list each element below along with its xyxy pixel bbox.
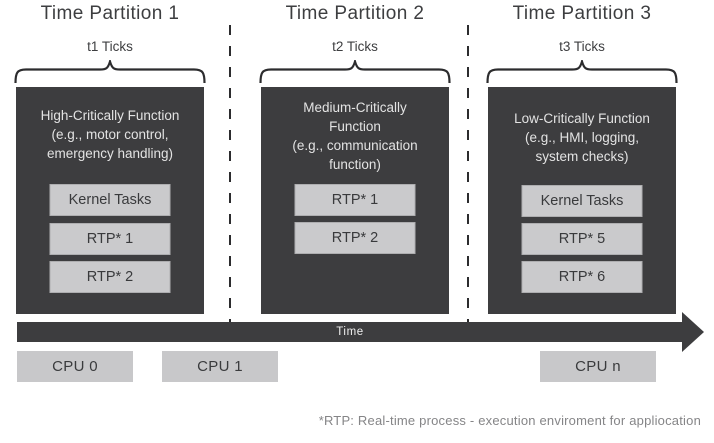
partition-1: Time Partition 1 t1 Ticks High-Criticall… <box>14 0 206 320</box>
partition-2: Time Partition 2 t2 Ticks Medium-Critica… <box>259 0 451 320</box>
partition-2-function-box: Medium-Critically Function (e.g., commun… <box>261 87 449 314</box>
rtp-footnote: *RTP: Real-time process - execution envi… <box>318 413 701 428</box>
partition-2-title: Time Partition 2 <box>285 3 425 24</box>
partition-1-function-box: High-Critically Function (e.g., motor co… <box>16 87 204 314</box>
partition-1-function-label: High-Critically Function (e.g., motor co… <box>40 108 180 161</box>
cpu-box-n: CPU n <box>540 351 656 382</box>
partition-1-ticks-label: t1 Ticks <box>87 39 133 54</box>
partition-3: Time Partition 3 t3 Ticks Low-Critically… <box>486 0 678 320</box>
partition-3-function-label: Low-Critically Function (e.g., HMI, logg… <box>514 111 650 164</box>
task-box-rtp-2: RTP* 2 <box>49 261 171 293</box>
partition-2-function-label: Medium-Critically Function (e.g., commun… <box>292 100 418 172</box>
brace-icon <box>14 60 206 84</box>
task-box-rtp-6: RTP* 6 <box>521 261 643 293</box>
time-arrow-icon <box>682 312 704 352</box>
task-box-rtp-2: RTP* 2 <box>294 222 416 254</box>
partition-3-title: Time Partition 3 <box>512 3 652 24</box>
time-axis-bar: Time <box>17 322 683 342</box>
partition-1-title: Time Partition 1 <box>40 3 180 24</box>
cpu-box-0: CPU 0 <box>17 351 133 382</box>
task-box-kernel-tasks: Kernel Tasks <box>521 185 643 217</box>
time-axis-label: Time <box>336 326 364 338</box>
partition-3-function-box: Low-Critically Function (e.g., HMI, logg… <box>488 87 676 314</box>
partition-3-ticks-label: t3 Ticks <box>559 39 605 54</box>
partition-separator-2 <box>467 25 469 322</box>
brace-icon <box>486 60 678 84</box>
task-box-rtp-5: RTP* 5 <box>521 223 643 255</box>
cpu-box-1: CPU 1 <box>162 351 278 382</box>
task-box-rtp-1: RTP* 1 <box>294 184 416 216</box>
task-box-kernel-tasks: Kernel Tasks <box>49 184 171 216</box>
task-box-rtp-1: RTP* 1 <box>49 223 171 255</box>
partition-separator-1 <box>229 25 231 322</box>
brace-icon <box>259 60 451 84</box>
partition-2-ticks-label: t2 Ticks <box>332 39 378 54</box>
